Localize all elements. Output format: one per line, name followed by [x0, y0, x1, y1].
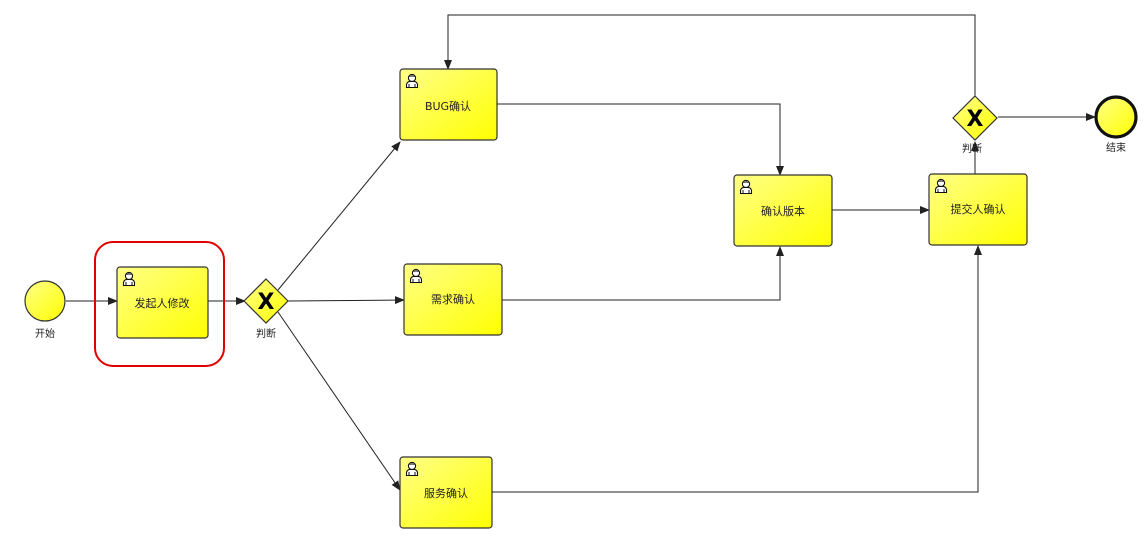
selection-highlight: [94, 241, 225, 367]
flow-gateway1-to-requirement: [287, 296, 405, 305]
flow-gateway2-to-bug: [444, 14, 976, 98]
task-initiator-modify[interactable]: 发起人修改: [116, 266, 209, 339]
flow-gateway1-to-service: [277, 311, 401, 491]
flow-requirement-to-version: [502, 246, 784, 301]
exclusive-gateway-2[interactable]: X 判断: [952, 95, 998, 155]
task-submitter-confirm[interactable]: 提交人确认: [928, 173, 1028, 246]
exclusive-gateway-1[interactable]: X 判断: [243, 278, 289, 340]
start-event-label: 开始: [35, 327, 55, 340]
task-label: 发起人修改: [135, 296, 190, 310]
task-label: 提交人确认: [951, 202, 1006, 216]
task-label: BUG确认: [425, 100, 471, 113]
exclusive-gateway-icon: X: [258, 290, 275, 315]
flow-service-to-submitter: [492, 245, 982, 493]
end-event[interactable]: 结束: [1094, 95, 1138, 154]
task-label: 服务确认: [424, 487, 468, 500]
sequence-flows: [66, 14, 1096, 493]
task-version-confirm[interactable]: 确认版本: [733, 174, 833, 247]
task-bug-confirm[interactable]: BUG确认: [399, 68, 498, 141]
gateway-label: 判断: [256, 327, 276, 340]
gateway-label: 判断: [962, 142, 982, 155]
task-requirement-confirm[interactable]: 需求确认: [403, 263, 503, 336]
end-event-label: 结束: [1106, 141, 1126, 154]
flow-gateway1-to-bug: [277, 141, 401, 291]
flow-bug-to-version: [497, 103, 784, 176]
start-event[interactable]: 开始: [24, 280, 66, 340]
exclusive-gateway-icon: X: [967, 107, 984, 132]
task-label: 确认版本: [761, 204, 805, 218]
task-label: 需求确认: [431, 293, 475, 306]
task-service-confirm[interactable]: 服务确认: [399, 456, 493, 529]
